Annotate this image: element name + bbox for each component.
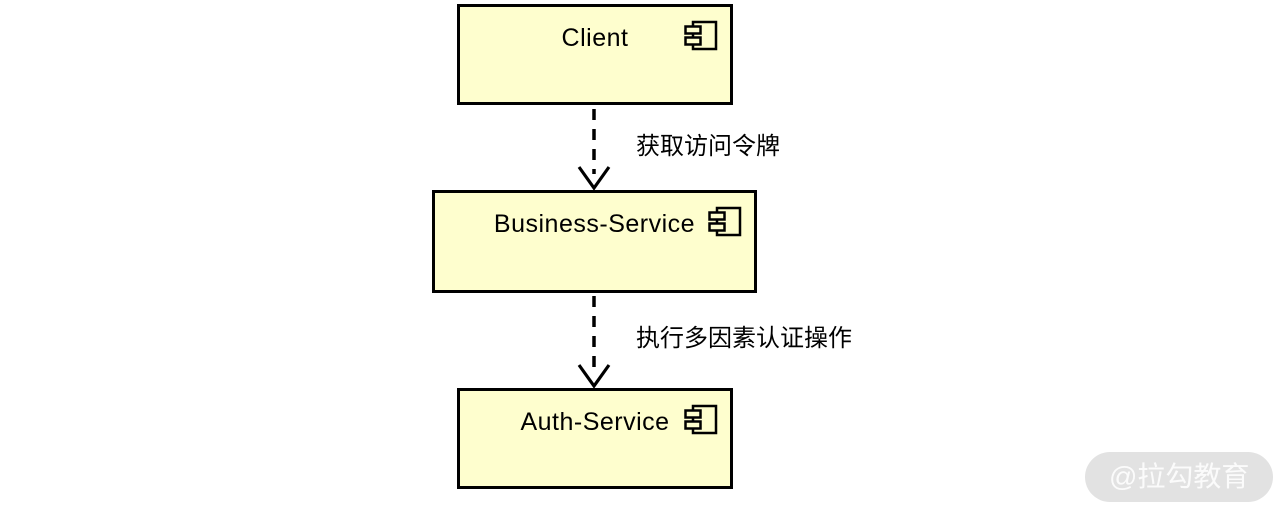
- component-business-service: Business-Service: [432, 190, 757, 293]
- component-auth-service-label: Auth-Service: [520, 408, 670, 436]
- component-client-label: Client: [561, 24, 629, 52]
- uml-component-icon: [708, 206, 742, 237]
- component-business-service-label: Business-Service: [493, 210, 696, 238]
- arrowhead-down-icon: [577, 364, 611, 388]
- connector-business-to-auth: [577, 296, 611, 388]
- component-client: Client: [457, 4, 733, 105]
- component-auth-service: Auth-Service: [457, 388, 733, 489]
- connector-client-to-business: [577, 109, 611, 190]
- uml-component-icon: [684, 20, 718, 51]
- uml-component-icon: [684, 404, 718, 435]
- watermark-badge: @拉勾教育: [1085, 452, 1274, 502]
- connector-label-mfa-operation: 执行多因素认证操作: [636, 326, 852, 352]
- arrowhead-down-icon: [577, 166, 611, 190]
- connector-label-get-access-token: 获取访问令牌: [636, 134, 780, 160]
